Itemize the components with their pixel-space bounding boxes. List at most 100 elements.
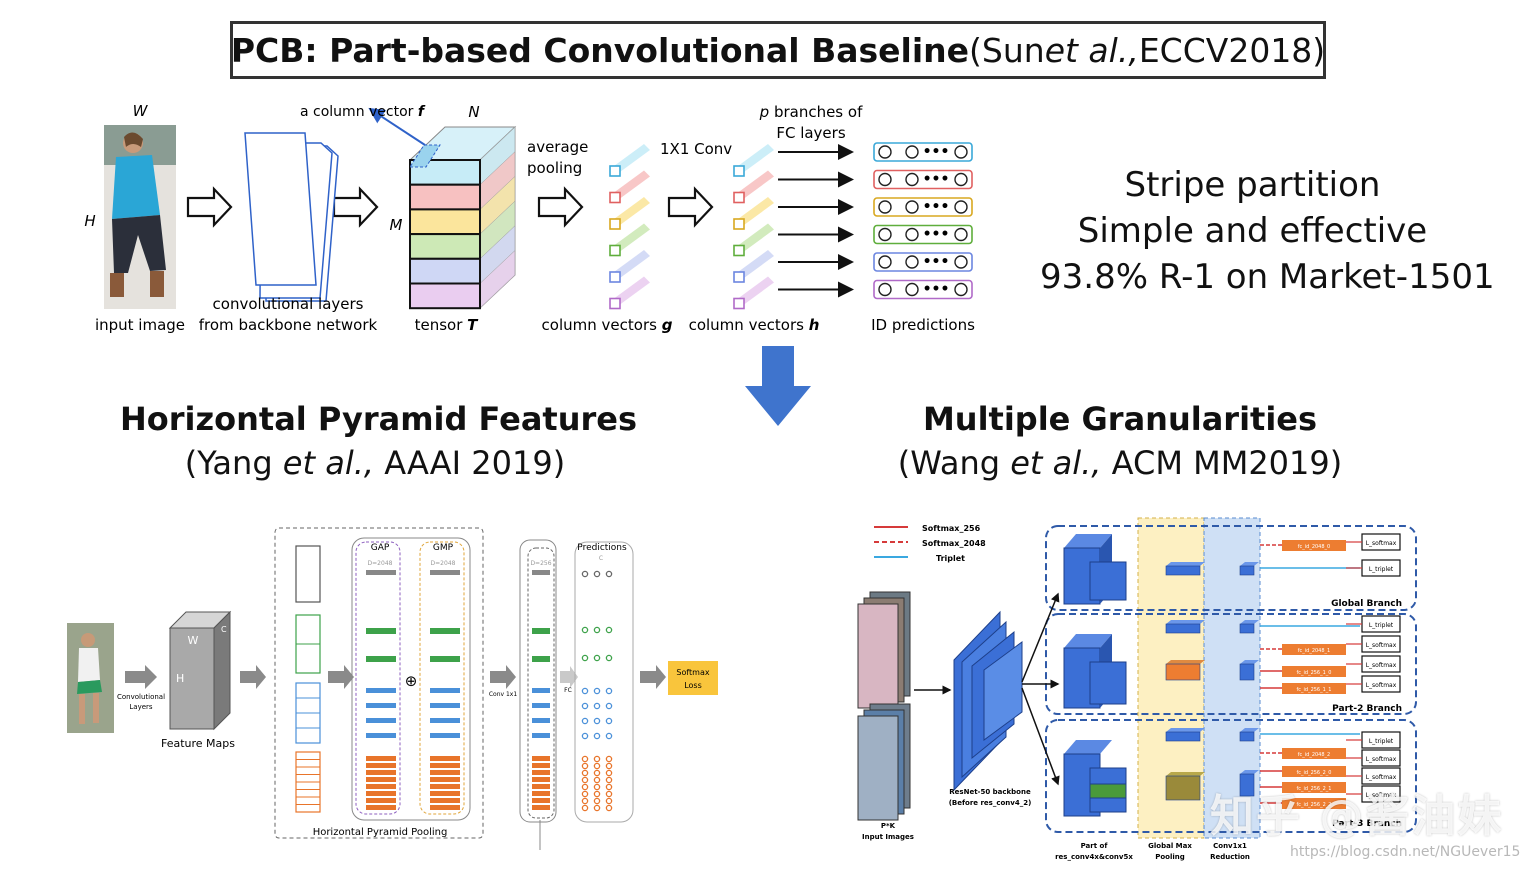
id-prediction-node [905, 282, 919, 297]
pcb-id-predictions: •••••••••••••••••• [873, 142, 973, 300]
gmp-label: GMP [433, 543, 454, 553]
summary-line-3: 93.8% R-1 on Market-1501 [1040, 257, 1495, 297]
pooled-top [1166, 562, 1205, 566]
feature-bar [430, 703, 460, 708]
label-input-image: input image [95, 316, 185, 334]
pcb-hollow-arrows [186, 186, 714, 228]
loss-label: L_softmax [1366, 756, 1397, 763]
prediction-node [605, 762, 613, 770]
pcb-column-vectors-g [609, 144, 650, 310]
fc-box [1282, 798, 1346, 809]
hpf-subtitle: (Yang et al., AAAI 2019) [184, 444, 566, 482]
hpf-diagram: Convolutional Layers W H C Feature Maps … [67, 527, 718, 850]
prediction-node [581, 717, 589, 725]
label-avg-1: average [527, 138, 588, 156]
prediction-node [605, 702, 613, 710]
feature-bar [366, 784, 396, 789]
pooled-top [1240, 562, 1259, 566]
label-colvec-g: column vectors g [542, 316, 673, 334]
summary-line-2: Simple and effective [1077, 211, 1428, 251]
column-vector-cell [733, 297, 745, 310]
label-tensor: tensor T [415, 316, 480, 334]
gmp-column [419, 541, 465, 815]
feature-bar [366, 570, 396, 575]
prediction-node [581, 797, 589, 805]
label-column-vector: a column vector f [300, 104, 426, 120]
pooled-top [1166, 728, 1205, 732]
part3-branch-box [1045, 719, 1417, 833]
pcb-diagram: •••••••••••••••••• W H M N a column vect… [84, 102, 975, 334]
hpf-feature-map [168, 610, 232, 731]
pcb-conv-layers [244, 132, 339, 302]
loss-label: L_triplet [1369, 566, 1394, 573]
id-prediction-box [873, 197, 973, 217]
fc-label: fc_id_256_2_2 [1297, 802, 1332, 808]
prediction-node [593, 790, 601, 798]
column-vector-bar [614, 144, 650, 172]
pooled-cube [1165, 775, 1201, 801]
pooled-cube [1165, 663, 1201, 681]
feature-bar [430, 718, 460, 723]
gmp-label-1: Global Max [1148, 842, 1192, 850]
column-vector-bar [738, 223, 774, 252]
column-vector-bar [614, 170, 650, 199]
prediction-node [605, 717, 613, 725]
part-of-label-1: Part of [1081, 842, 1109, 850]
column-vector-bar [614, 250, 650, 278]
softmax-loss-box [668, 661, 718, 695]
pooled-top [1166, 660, 1205, 664]
prediction-node [605, 755, 613, 763]
loss-label: L_softmax [1366, 662, 1397, 669]
feature-bar [366, 777, 396, 782]
pooled-cube [1239, 623, 1255, 634]
feature-bar [366, 756, 396, 761]
prediction-node [581, 776, 589, 784]
column-vector-bar [738, 170, 774, 199]
fc-box [1282, 683, 1346, 694]
feature-bar [366, 805, 396, 810]
tensor-stripe [409, 233, 481, 260]
hpp-label: Horizontal Pyramid Pooling [313, 827, 448, 838]
id-prediction-node [878, 227, 892, 242]
id-prediction-node [905, 227, 919, 242]
prediction-node [581, 755, 589, 763]
predictions-c: C [599, 555, 603, 562]
id-prediction-box [873, 279, 973, 300]
pooled-cube [1165, 731, 1201, 742]
fc-label: fc_id_2048_0 [1298, 544, 1330, 550]
prediction-node [605, 797, 613, 805]
pooled-cube [1165, 623, 1201, 634]
id-prediction-dots: ••• [923, 227, 950, 243]
conv-dim: D=256 [530, 560, 551, 567]
fc-box [1282, 644, 1346, 655]
column-vector-pointer [368, 107, 426, 146]
tensor-stripe [409, 282, 481, 310]
prediction-node [593, 702, 601, 710]
column-vector-cell [609, 165, 621, 177]
hpf-conv-label-1: Convolutional [117, 693, 165, 701]
title-bold: PCB: Part-based Convolutional Baseline [230, 30, 970, 70]
conv1x1-outline [519, 539, 557, 823]
pcb-input-image [104, 125, 176, 309]
prediction-node [593, 570, 601, 578]
feature-bar [366, 628, 396, 634]
feature-bar [532, 777, 550, 782]
prediction-node [605, 570, 613, 578]
hpf-heading: Horizontal Pyramid Features (Yang et al.… [120, 400, 637, 482]
feature-bar [430, 791, 460, 796]
id-prediction-box [873, 252, 973, 272]
legend-softmax-2048: Softmax_2048 [922, 539, 986, 548]
feature-bar [366, 798, 396, 803]
pcb-column-vectors-h [733, 144, 774, 310]
prediction-node [581, 769, 589, 777]
id-prediction-node [905, 255, 919, 269]
predictions-label: Predictions [577, 543, 627, 553]
feature-bar [532, 733, 550, 738]
feature-bar [430, 570, 460, 575]
prediction-node [605, 776, 613, 784]
column-vector-cell [609, 191, 621, 204]
pcb-tensor [408, 125, 517, 310]
feature-bar [430, 763, 460, 768]
pooled-top [1166, 772, 1205, 776]
csdn-watermark: https://blog.csdn.net/NGUever15 [1290, 844, 1521, 860]
